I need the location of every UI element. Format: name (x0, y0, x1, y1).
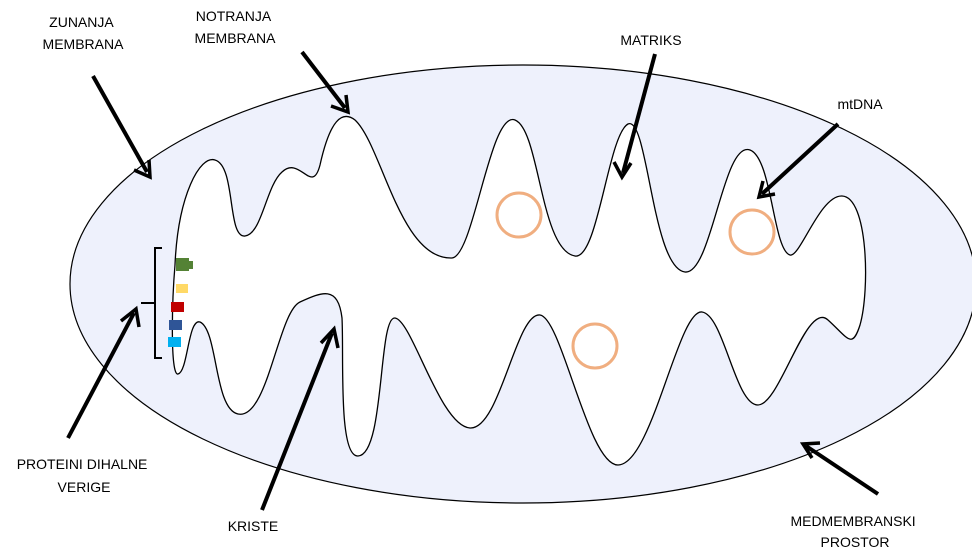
protein-complex-3 (171, 302, 184, 312)
outer-membrane-label: ZUNANJA MEMBRANA (43, 14, 125, 52)
intermembrane-space-label: MEDMEMBRANSKI PROSTOR (790, 513, 919, 549)
arrow-inner-membrane (300, 50, 351, 115)
arrow-respiratory-proteins (66, 305, 141, 439)
matrix-label: MATRIKS (620, 32, 681, 48)
arrow-intermembrane-space (799, 441, 880, 496)
mtdna-label: mtDNA (837, 96, 883, 112)
respiratory-proteins-label: PROTEINI DIHALNE VERIGE (17, 456, 152, 495)
protein-bracket (141, 247, 162, 359)
respiratory-chain-proteins (168, 258, 193, 347)
arrow-mtdna (756, 122, 840, 200)
protein-complex-4 (169, 320, 182, 330)
cristae-label: KRISTE (228, 518, 279, 534)
protein-complex-2 (176, 284, 188, 293)
mtdna-ring (571, 322, 619, 370)
arrow-cristae (260, 325, 340, 511)
protein-complex-1-tab (188, 261, 193, 269)
inner-membrane (171, 115, 867, 466)
mtdna-ring (728, 208, 776, 256)
protein-complex-1 (176, 258, 189, 271)
pointer-arrows (66, 50, 880, 511)
inner-membrane-label: NOTRANJA MEMBRANA (195, 8, 277, 46)
arrow-outer-membrane (91, 75, 152, 180)
mtdna-ring (495, 191, 543, 239)
protein-complex-5 (168, 337, 181, 347)
arrow-matrix (612, 53, 657, 181)
